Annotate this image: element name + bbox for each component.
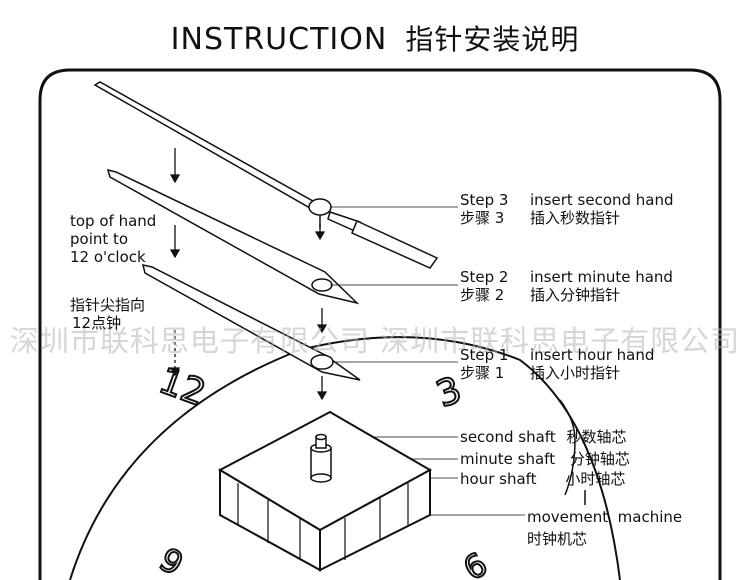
step-1: Step 1 insert hour hand 步骤 1 插入小时指针 <box>460 346 654 382</box>
shaft-minute-en: minute shaft <box>460 450 556 468</box>
top-note-line2: point to <box>70 230 129 248</box>
clock-dial <box>69 336 621 580</box>
shaft-hour-cn: 小时轴芯 <box>565 470 626 488</box>
step-2-cn-text: 插入分钟指针 <box>530 286 621 304</box>
dial-number-6: 6 <box>457 545 494 580</box>
connector-curve <box>559 399 576 496</box>
hour-hand <box>141 264 361 381</box>
shaft-hour-en: hour shaft <box>460 470 537 488</box>
top-note-en: top of hand point to 12 o'clock <box>70 212 156 266</box>
frame <box>38 68 722 580</box>
second-hand <box>93 81 439 269</box>
movement-cn: 时钟机芯 <box>527 530 588 548</box>
shaft-minute-cn: 分钟轴芯 <box>569 450 630 468</box>
shaft-second-en: second shaft <box>460 428 556 446</box>
top-note-line1: top of hand <box>70 212 157 230</box>
step-3: Step 3 insert second hand 步骤 3 插入秒数指针 <box>460 191 674 227</box>
watermark: 深圳市联科思电子有限公司 深圳市联科思电子有限公司 <box>9 324 741 358</box>
step-3-text: insert second hand <box>530 191 674 209</box>
shaft-second-cn: 秒数轴芯 <box>566 428 627 446</box>
step-1-text: insert hour hand <box>530 346 655 364</box>
dial-number-9: 9 <box>153 540 190 580</box>
step-1-cn-num: 步骤 1 <box>460 364 505 382</box>
step-2-text: insert minute hand <box>530 268 673 286</box>
title-en: INSTRUCTION <box>170 22 388 57</box>
top-note-cn-line2: 12点钟 <box>72 314 122 332</box>
step-1-num: Step 1 <box>460 346 509 364</box>
step-2: Step 2 insert minute hand 步骤 2 插入分钟指针 <box>460 268 673 304</box>
step-1-cn-text: 插入小时指针 <box>530 364 621 382</box>
step-3-num: Step 3 <box>460 191 509 209</box>
dial-number-12: 12 <box>154 360 211 414</box>
step-2-cn-num: 步骤 2 <box>460 286 505 304</box>
shaft-minute: minute shaft 分钟轴芯 <box>460 450 630 468</box>
page-title: INSTRUCTION 指针安装说明 <box>0 18 750 58</box>
movement-box <box>217 410 433 572</box>
shaft-hour: hour shaft 小时轴芯 <box>460 470 625 488</box>
shaft-second: second shaft 秒数轴芯 <box>460 428 626 446</box>
top-note-cn: 指针尖指向 12点钟 <box>70 296 145 332</box>
movement-en: movement machine <box>527 508 683 526</box>
step-2-num: Step 2 <box>460 268 509 286</box>
step-3-cn-num: 步骤 3 <box>460 209 505 227</box>
movement-label: movement machine 时钟机芯 <box>527 508 682 548</box>
minute-hand <box>106 168 360 305</box>
insert-arrows <box>169 148 328 401</box>
top-note-cn-line1: 指针尖指向 <box>70 296 146 314</box>
top-note-line3: 12 o'clock <box>70 248 146 266</box>
title-cn: 指针安装说明 <box>405 23 580 56</box>
step-3-cn-text: 插入秒数指针 <box>530 209 621 227</box>
